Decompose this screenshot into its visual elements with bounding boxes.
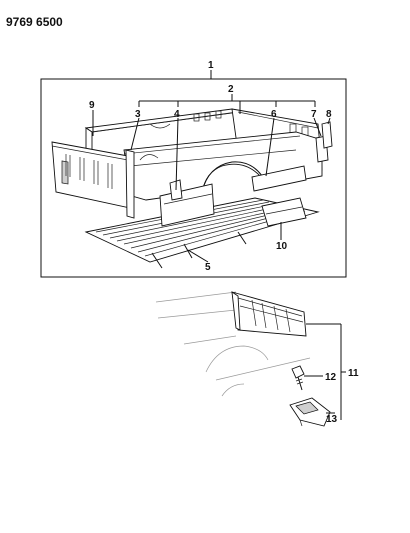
callout-7: 7	[311, 109, 317, 120]
leader-lines-main	[92, 70, 331, 263]
callout-2: 2	[228, 84, 234, 95]
truck-bed-assembly-icon	[51, 108, 333, 269]
diagram-number: 9769 6500	[6, 15, 63, 29]
callout-10: 10	[276, 241, 288, 252]
callout-9: 9	[89, 100, 95, 111]
leader-lines-detail	[304, 323, 346, 420]
callout-5: 5	[205, 262, 211, 273]
assembly-frame	[40, 78, 347, 278]
callout-11: 11	[348, 368, 359, 379]
callout-6: 6	[271, 109, 277, 120]
tailgate-hinge-detail-icon	[155, 291, 331, 427]
callout-8: 8	[326, 109, 332, 120]
callout-12: 12	[325, 372, 337, 383]
callout-4: 4	[174, 109, 180, 120]
callout-3: 3	[135, 109, 141, 120]
callout-1: 1	[208, 60, 214, 71]
callout-13: 13	[326, 414, 338, 425]
